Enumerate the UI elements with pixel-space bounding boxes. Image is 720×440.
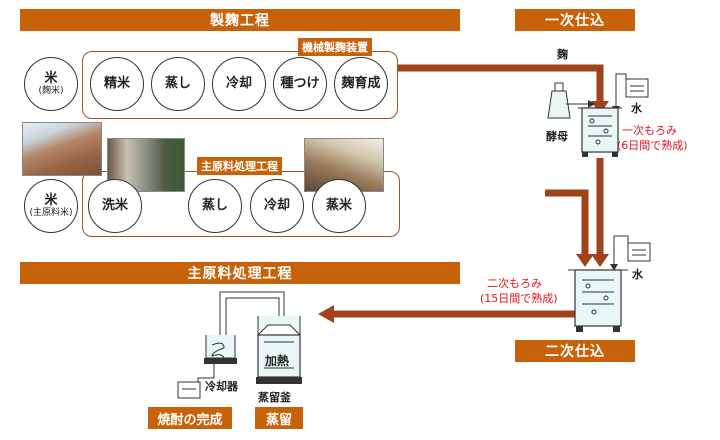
second-moromi-title: 二次もろみ: [487, 277, 542, 290]
first-moromi-title: 一次もろみ: [622, 124, 677, 137]
second-moromi-note: (15日間で熟成): [480, 292, 558, 305]
main-rice-input: 米 (主原料米): [24, 179, 78, 233]
koji-step-polishing: 精米: [90, 57, 144, 111]
water-label-2: 水: [632, 268, 643, 281]
shochu-complete-button: 焼酎の完成: [148, 407, 232, 429]
rice-sacks-photo: [22, 122, 102, 176]
heat-label: 加熱: [265, 354, 290, 368]
water-label-1: 水: [631, 102, 642, 115]
main-material-banner: 主原料処理工程: [20, 262, 460, 284]
koji-flow-arrow: [398, 64, 604, 103]
main-step-washing: 洗米: [88, 179, 142, 233]
yeast-flask-icon: [547, 82, 595, 119]
second-stage-banner: 二次仕込: [515, 340, 635, 362]
koji-rice-input: 米 (麹米): [24, 57, 78, 111]
steamed-rice-photo: [304, 138, 384, 192]
shochu-cup-icon: [177, 381, 201, 399]
koji-flow-label: 麹: [557, 48, 568, 61]
water-cup-icon-1: [612, 73, 649, 113]
steamed-rice-arrow: [545, 189, 589, 256]
first-stage-tank-icon: [578, 107, 622, 157]
koji-rice-main-label: 米: [44, 70, 58, 86]
steamed-rice-arrowhead: [576, 254, 594, 267]
yeast-label: 酵母: [546, 130, 568, 143]
cooler-label: 冷却器: [205, 380, 238, 393]
first-moromi-note: (6日間で熟成): [617, 139, 688, 152]
main-step-steaming: 蒸し: [188, 179, 242, 233]
main-step-steamed-rice: 蒸米: [312, 179, 366, 233]
main-rice-main-label: 米: [44, 192, 58, 208]
still-pot-icon: [256, 316, 302, 384]
koji-rice-sub-label: (麹米): [38, 86, 64, 97]
first-to-second-arrowhead: [591, 254, 609, 267]
distillation-button: 蒸留: [255, 407, 303, 429]
main-step-cooling: 冷却: [250, 179, 304, 233]
koji-step-inoculation: 種つけ: [273, 57, 327, 111]
koji-process-banner: 製麹工程: [20, 9, 460, 31]
to-distill-arrowhead: [318, 305, 334, 323]
main-material-tag: 主原料処理工程: [197, 157, 282, 175]
cooler-icon: [197, 291, 285, 382]
koji-step-steaming: 蒸し: [151, 57, 205, 111]
water-cup-icon-2: [610, 235, 651, 271]
koji-machine-tag: 機械製麹装置: [298, 38, 372, 56]
koji-step-cooling: 冷却: [212, 57, 266, 111]
main-rice-sub-label: (主原料米): [29, 208, 73, 219]
second-stage-tank-icon: [568, 269, 628, 332]
koji-step-cultivation: 麹育成: [334, 57, 388, 111]
first-stage-banner: 一次仕込: [515, 9, 635, 31]
still-label: 蒸留釜: [258, 391, 291, 404]
